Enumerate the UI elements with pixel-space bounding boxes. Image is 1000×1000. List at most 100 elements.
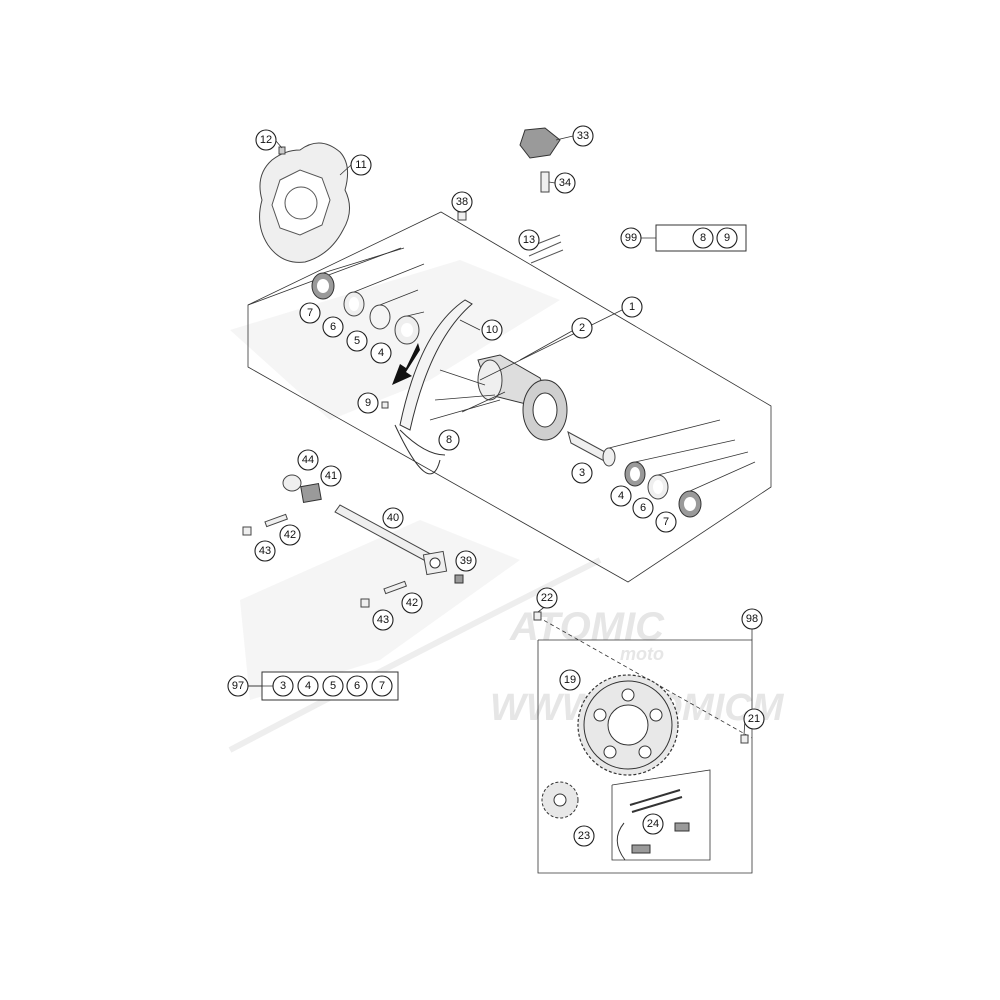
- callout-9: 9: [357, 392, 379, 414]
- svg-text:7: 7: [379, 680, 385, 692]
- svg-text:6: 6: [640, 502, 646, 514]
- svg-text:13: 13: [523, 234, 535, 246]
- callout-38: 38: [451, 191, 473, 213]
- svg-text:5: 5: [354, 335, 360, 347]
- svg-text:2: 2: [579, 322, 585, 334]
- callout-6-left: 6: [322, 316, 344, 338]
- callout-44: 44: [297, 449, 319, 471]
- callout-4-left: 4: [370, 342, 392, 364]
- callout-23: 23: [573, 825, 595, 847]
- right-bearing-stack: [567, 419, 756, 518]
- left-bearing-stack: [311, 247, 425, 345]
- svg-text:9: 9: [724, 232, 730, 244]
- svg-text:23: 23: [578, 830, 590, 842]
- callout-6-right: 6: [632, 497, 654, 519]
- svg-text:10: 10: [486, 324, 498, 336]
- svg-text:1: 1: [629, 301, 635, 313]
- callout-5-left: 5: [346, 330, 368, 352]
- callout-99: 99: [620, 227, 642, 249]
- watermark-brand: ATOMIC: [509, 605, 665, 649]
- callout-41: 41: [320, 465, 342, 487]
- svg-text:22: 22: [541, 592, 553, 604]
- svg-text:98: 98: [746, 613, 758, 625]
- svg-text:43: 43: [259, 545, 271, 557]
- callout-97-item-7: 7: [371, 675, 393, 697]
- rim-lock: [457, 127, 564, 264]
- svg-text:41: 41: [325, 470, 337, 482]
- svg-text:33: 33: [577, 130, 589, 142]
- callout-43-right: 43: [372, 609, 394, 631]
- callout-98: 98: [741, 608, 763, 630]
- rear-sprocket: [577, 674, 679, 776]
- callout-39: 39: [455, 550, 477, 572]
- front-sprocket: [541, 781, 579, 819]
- svg-text:3: 3: [280, 680, 286, 692]
- callout-3: 3: [571, 462, 593, 484]
- sprocket-screws: [533, 611, 749, 744]
- callout-10: 10: [481, 319, 503, 341]
- svg-text:7: 7: [307, 307, 313, 319]
- svg-text:11: 11: [355, 159, 366, 171]
- callout-97-item-4: 4: [297, 675, 319, 697]
- callout-21: 21: [743, 708, 765, 730]
- callout-34: 34: [554, 172, 576, 194]
- svg-text:99: 99: [625, 232, 637, 244]
- callout-12: 12: [255, 129, 277, 151]
- callout-40: 40: [382, 507, 404, 529]
- callout-97-item-5: 5: [322, 675, 344, 697]
- svg-text:40: 40: [387, 512, 399, 524]
- callout-1: 1: [621, 296, 643, 318]
- svg-text:12: 12: [260, 134, 272, 146]
- svg-text:4: 4: [305, 680, 311, 692]
- svg-text:42: 42: [284, 529, 296, 541]
- axle-assembly: [242, 401, 464, 608]
- callout-99-item-8: 8: [692, 227, 714, 249]
- svg-text:9: 9: [365, 397, 371, 409]
- callout-97: 97: [227, 675, 249, 697]
- svg-text:19: 19: [564, 674, 576, 686]
- svg-text:5: 5: [330, 680, 336, 692]
- callout-43-left: 43: [254, 540, 276, 562]
- svg-text:4: 4: [618, 490, 624, 502]
- svg-text:8: 8: [700, 232, 706, 244]
- callout-42-left: 42: [279, 524, 301, 546]
- callout-42-right: 42: [401, 592, 423, 614]
- callout-8: 8: [438, 429, 460, 451]
- rim: [394, 299, 473, 475]
- callout-24: 24: [642, 813, 664, 835]
- svg-text:44: 44: [302, 454, 314, 466]
- rotation-direction-arrow-icon: [392, 343, 420, 385]
- svg-text:34: 34: [559, 177, 571, 189]
- callout-97-item-6: 6: [346, 675, 368, 697]
- svg-text:21: 21: [748, 713, 760, 725]
- callouts: 12 11 33 34 38 13 99 8 9 1 2 10 7 6 5 4 …: [227, 125, 765, 847]
- svg-text:8: 8: [446, 434, 452, 446]
- callout-99-item-9: 9: [716, 227, 738, 249]
- svg-text:24: 24: [647, 818, 659, 830]
- svg-text:6: 6: [330, 321, 336, 333]
- hub: [429, 354, 568, 441]
- callout-97-item-3: 3: [272, 675, 294, 697]
- svg-text:4: 4: [378, 347, 384, 359]
- callout-4-right: 4: [610, 485, 632, 507]
- svg-text:97: 97: [232, 680, 244, 692]
- watermark-sub: moto: [620, 644, 664, 664]
- callout-2: 2: [571, 317, 593, 339]
- callout-7-left: 7: [299, 302, 321, 324]
- svg-text:43: 43: [377, 614, 389, 626]
- callout-11: 11: [350, 154, 372, 176]
- callout-22: 22: [536, 587, 558, 609]
- svg-text:42: 42: [406, 597, 418, 609]
- svg-text:3: 3: [579, 467, 585, 479]
- svg-text:39: 39: [460, 555, 472, 567]
- brake-disc: [259, 142, 350, 263]
- chain: [616, 789, 690, 861]
- callout-7-right: 7: [655, 511, 677, 533]
- callout-33: 33: [572, 125, 594, 147]
- svg-text:7: 7: [663, 516, 669, 528]
- svg-text:38: 38: [456, 196, 468, 208]
- callout-19: 19: [559, 669, 581, 691]
- svg-text:6: 6: [354, 680, 360, 692]
- callout-13: 13: [518, 229, 540, 251]
